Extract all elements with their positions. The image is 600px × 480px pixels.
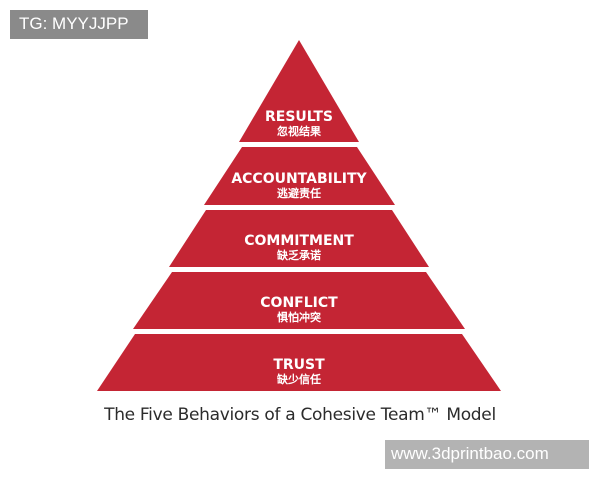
tier-conflict: CONFLICT 惧怕冲突 — [133, 272, 465, 329]
tier-trust-shape — [97, 334, 501, 391]
tier-accountability: ACCOUNTABILITY 逃避责任 — [204, 147, 395, 205]
tier-accountability-label: ACCOUNTABILITY — [231, 171, 367, 187]
tier-trust-label-zh: 缺少信任 — [276, 372, 321, 386]
tier-accountability-label-zh: 逃避责任 — [277, 186, 321, 200]
tier-commitment: COMMITMENT 缺乏承诺 — [169, 210, 429, 267]
tier-commitment-label-zh: 缺乏承诺 — [276, 248, 321, 262]
tier-conflict-shape — [133, 272, 465, 329]
tier-results-shape — [239, 40, 359, 142]
header-tag: TG: MYYJJPP — [10, 10, 148, 39]
tier-trust: TRUST 缺少信任 — [97, 334, 501, 391]
tier-commitment-label: COMMITMENT — [244, 233, 354, 249]
tier-results-label: RESULTS — [265, 109, 333, 125]
tier-accountability-shape — [204, 147, 395, 205]
tier-results: RESULTS 忽视结果 — [239, 40, 359, 142]
tier-results-label-zh: 忽视结果 — [277, 124, 321, 138]
tier-trust-label: TRUST — [273, 357, 325, 373]
watermark-label: www.3dprintbao.com — [385, 440, 589, 469]
tier-conflict-label-zh: 惧怕冲突 — [277, 310, 321, 324]
tier-conflict-label: CONFLICT — [260, 295, 338, 311]
diagram-caption: The Five Behaviors of a Cohesive Team™ M… — [104, 405, 496, 425]
tier-commitment-shape — [169, 210, 429, 267]
